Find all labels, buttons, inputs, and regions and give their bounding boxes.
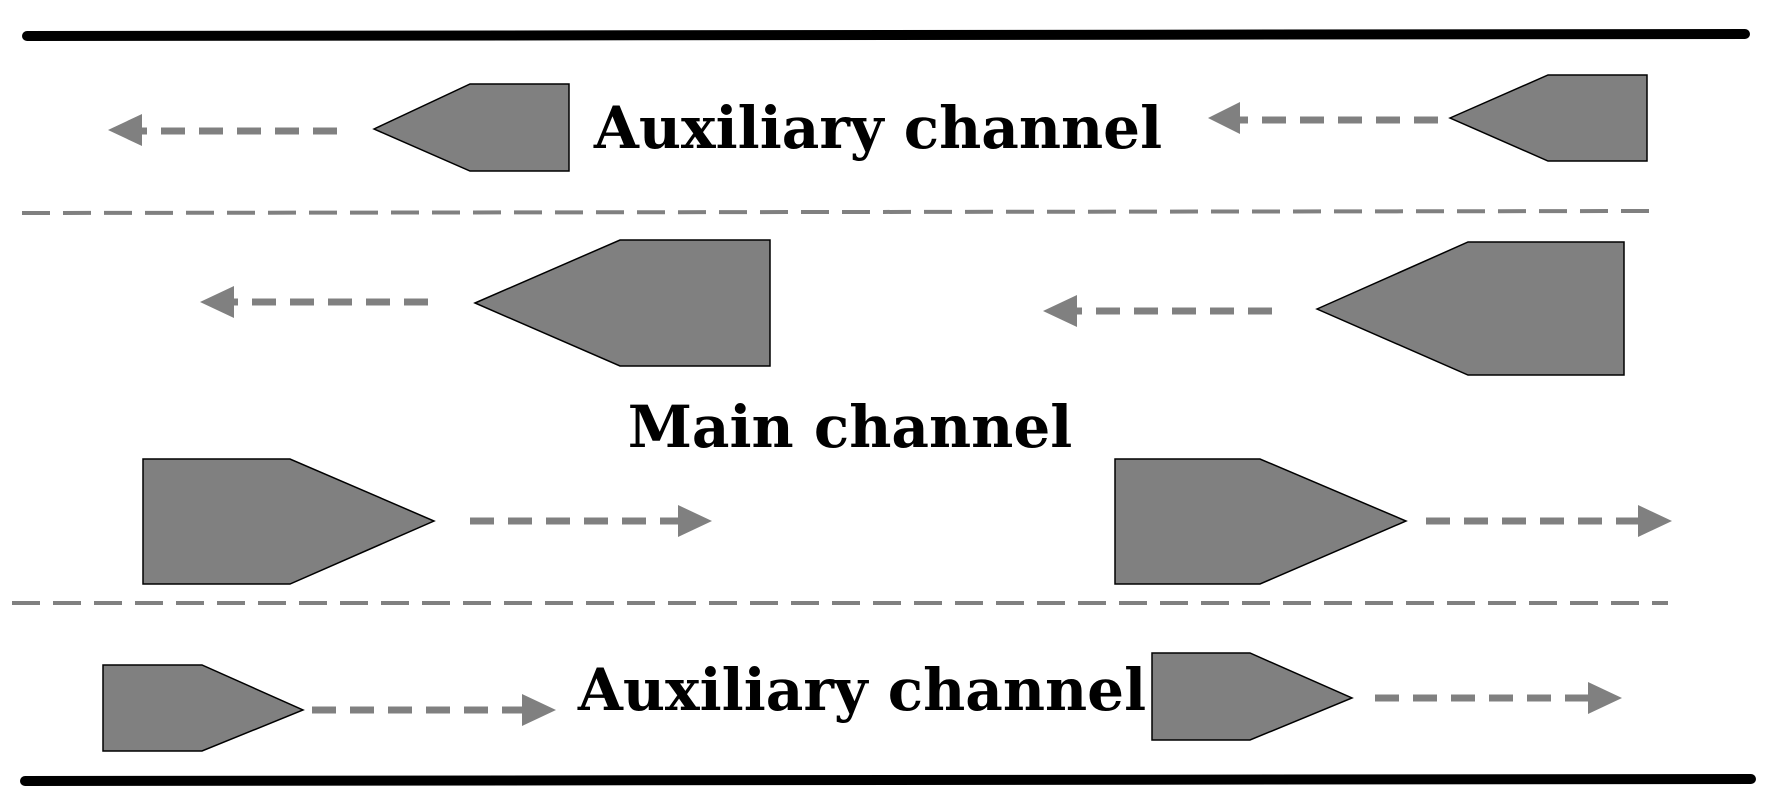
bottom-channel-label: Auxiliary channel: [577, 656, 1146, 724]
ship-main-left-2: [1043, 241, 1625, 376]
ship-bottom-aux-1: [102, 664, 556, 752]
top-channel-label: Auxiliary channel: [593, 94, 1162, 162]
ship-top-aux-1: [108, 83, 570, 172]
ship-top-aux-2: [1208, 74, 1648, 162]
bottom-bank-line: [20, 774, 1756, 786]
ship-main-right-2: [1114, 458, 1672, 585]
ship-main-right-1: [142, 458, 712, 585]
ship-bottom-aux-2: [1151, 652, 1622, 741]
upper-lane-divider: [21, 209, 1656, 215]
top-bank-line: [22, 29, 1750, 41]
ship-main-left-1: [200, 239, 771, 367]
main-channel-label: Main channel: [628, 393, 1073, 461]
